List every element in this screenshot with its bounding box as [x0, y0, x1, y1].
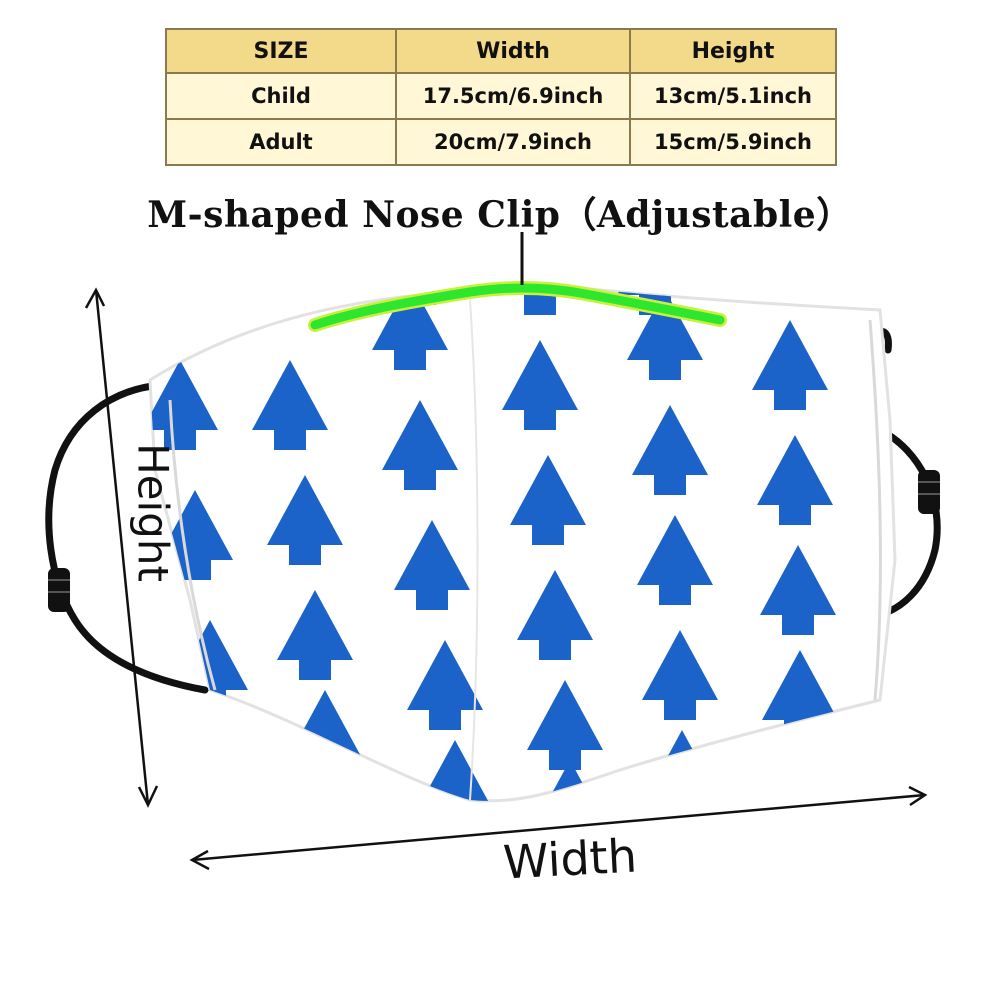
nose-clip — [308, 232, 727, 332]
strap-adjuster-left-icon — [48, 568, 70, 612]
row-width: 17.5cm/6.9inch — [395, 72, 631, 120]
row-height: 13cm/5.1inch — [629, 72, 837, 120]
header-height: Height — [629, 28, 837, 74]
table-row: Child 17.5cm/6.9inch 13cm/5.1inch — [165, 72, 837, 120]
row-width: 20cm/7.9inch — [395, 118, 631, 166]
table-header-row: SIZE Width Height — [165, 28, 837, 74]
row-size: Child — [165, 72, 397, 120]
header-size: SIZE — [165, 28, 397, 74]
width-arrow-icon — [189, 785, 928, 871]
nose-clip-label: M-shaped Nose Clip（Adjustable） — [147, 194, 853, 236]
ear-loop-left — [45, 381, 209, 694]
size-chart-table: SIZE Width Height Child 17.5cm/6.9inch 1… — [165, 28, 837, 166]
strap-adjuster-right-icon — [918, 470, 940, 514]
header-width: Width — [395, 28, 631, 74]
face-mask — [148, 283, 897, 803]
height-label: Height — [128, 443, 178, 582]
width-label: Width — [501, 828, 639, 890]
height-arrow-icon — [84, 287, 159, 808]
row-size: Adult — [165, 118, 397, 166]
table-row: Adult 20cm/7.9inch 15cm/5.9inch — [165, 118, 837, 166]
row-height: 15cm/5.9inch — [629, 118, 837, 166]
